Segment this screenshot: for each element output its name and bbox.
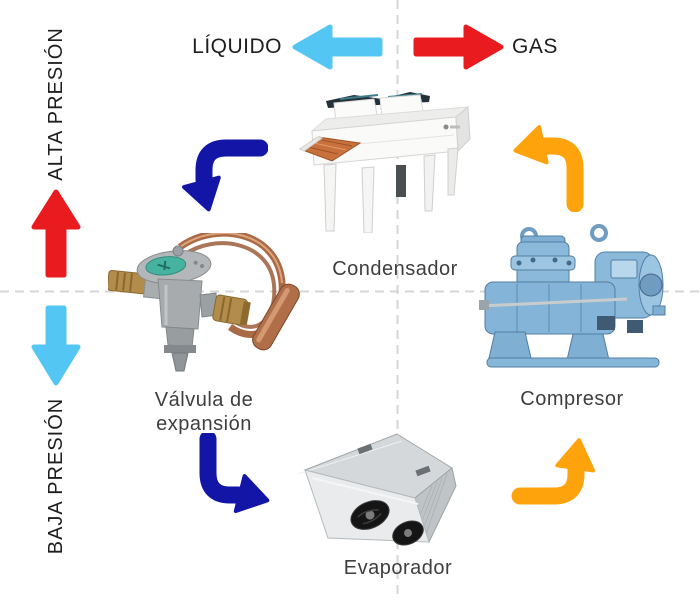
expansion-valve-image <box>108 233 300 372</box>
compressor-to-condenser-arrow-icon <box>513 125 584 212</box>
evaporator-to-compressor-arrow-icon <box>511 438 595 505</box>
condenser-image <box>298 92 471 233</box>
condenser-to-valve-arrow-icon <box>182 139 268 212</box>
expansion-valve-label: Válvula de expansión <box>154 389 254 435</box>
liquid-left-arrow-icon <box>292 24 383 70</box>
compressor-label: Compresor <box>520 388 624 410</box>
evaporator-image <box>298 433 457 546</box>
gas-label: GAS <box>512 35 558 58</box>
low-pressure-down-arrow-icon <box>31 305 81 386</box>
high-pressure-up-arrow-icon <box>31 189 81 278</box>
condenser-label: Condensador <box>332 258 458 280</box>
evaporator-label: Evaporador <box>343 557 453 579</box>
low-pressure-label: BAJA PRESIÓN <box>45 397 67 555</box>
valve-to-evaporator-arrow-icon <box>199 433 270 514</box>
gas-right-arrow-icon <box>413 24 504 70</box>
compressor-image <box>479 224 666 368</box>
high-pressure-label: ALTA PRESIÓN <box>45 27 67 181</box>
liquid-label: LÍQUIDO <box>192 35 282 58</box>
